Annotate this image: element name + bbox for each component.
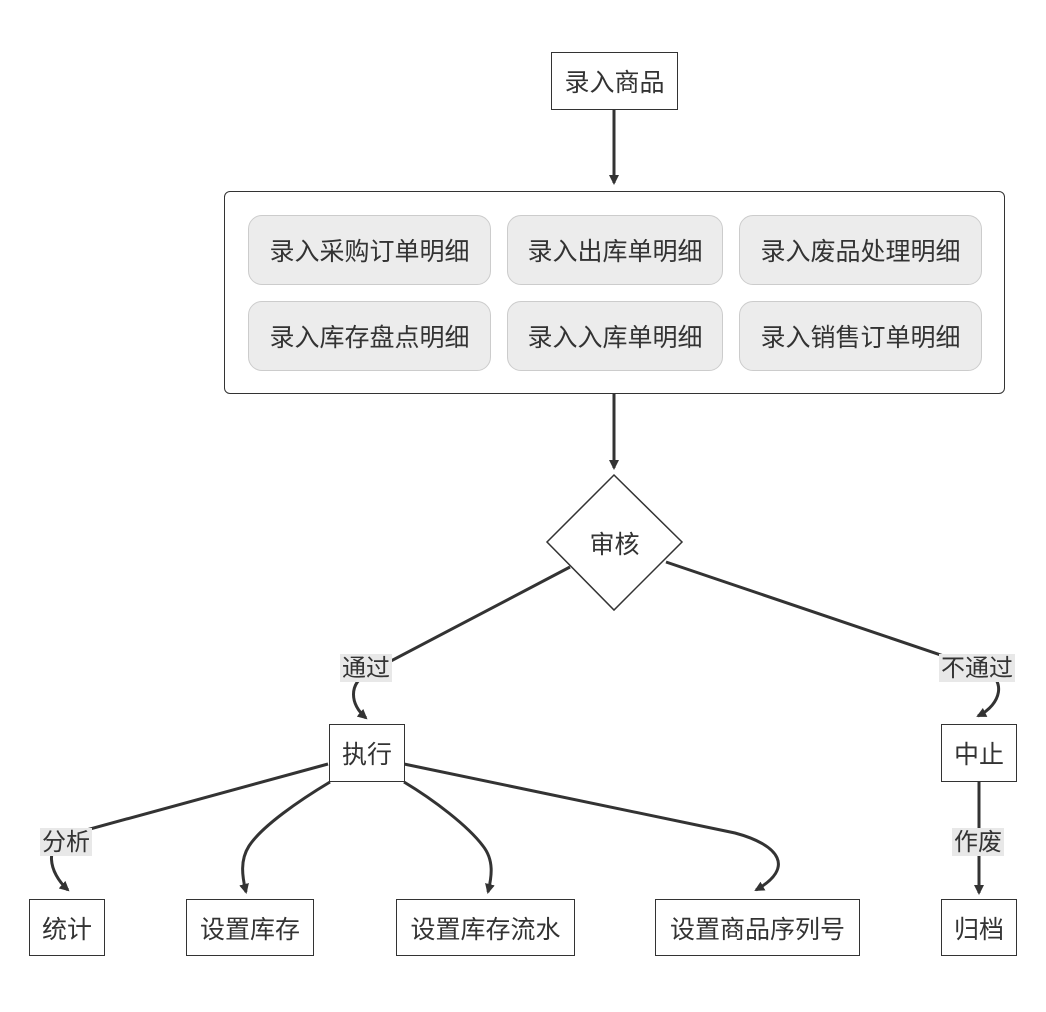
subprocess-stocktake-detail: 录入库存盘点明细 [248,301,491,371]
edge-execute-to-statistics [50,762,329,892]
node-set-product-serial: 设置商品序列号 [655,899,860,956]
subprocess-sales-order-detail: 录入销售订单明细 [739,301,982,371]
edge-execute-to-inventory-flow [403,780,495,894]
node-set-inventory-flow: 设置库存流水 [396,899,575,956]
subprocess-scrap-detail: 录入废品处理明细 [739,215,982,285]
edge-execute-to-serial [403,762,780,892]
node-stop: 中止 [941,724,1017,782]
entry-subprocess-group: 录入采购订单明细 录入出库单明细 录入废品处理明细 录入库存盘点明细 录入入库单… [224,191,1005,394]
subprocess-outbound-detail: 录入出库单明细 [507,215,723,285]
edge-label-pass: 通过 [340,654,392,682]
node-enter-product: 录入商品 [551,52,678,110]
edge-label-fail: 不通过 [939,654,1015,682]
edge-review-to-stop [665,560,1001,718]
subprocess-purchase-order-detail: 录入采购订单明细 [248,215,491,285]
edge-review-to-execute [352,565,571,720]
node-execute: 执行 [329,724,405,782]
edge-label-void: 作废 [952,828,1004,856]
edge-label-analyze: 分析 [40,828,92,856]
node-review-label: 审核 [589,529,640,559]
node-archive: 归档 [941,899,1017,956]
edge-execute-to-inventory [239,780,331,894]
node-statistics: 统计 [29,899,105,956]
node-set-inventory: 设置库存 [186,899,314,956]
review-diamond [545,473,684,612]
subprocess-inbound-detail: 录入入库单明细 [507,301,723,371]
